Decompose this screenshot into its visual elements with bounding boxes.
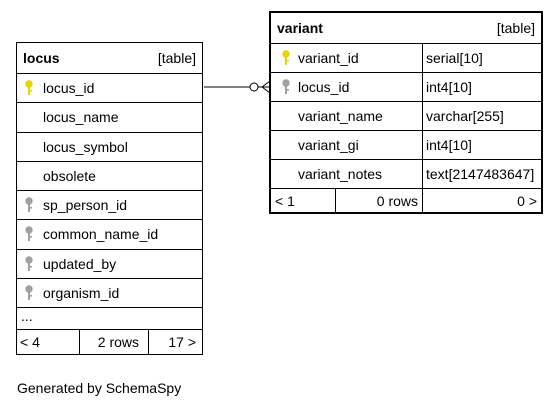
locus-column-row[interactable]: locus_name bbox=[17, 103, 202, 133]
column-datatype: serial[10] bbox=[426, 50, 483, 66]
column-name: variant_id bbox=[298, 50, 359, 66]
locus-row-count: 2 rows bbox=[97, 334, 139, 350]
column-name: locus_name bbox=[43, 109, 119, 126]
foreign-key-icon bbox=[25, 197, 33, 213]
footer-divider bbox=[422, 189, 423, 213]
variant-column-row[interactable]: variant_notes text[2147483647] bbox=[271, 160, 541, 189]
column-name: organism_id bbox=[43, 284, 120, 301]
variant-table-header[interactable]: variant [table] bbox=[271, 13, 541, 44]
variant-table[interactable]: variant [table] variant_id serial[10] locu… bbox=[269, 11, 543, 214]
variant-table-name: variant bbox=[277, 20, 323, 36]
column-name: variant_name bbox=[298, 108, 383, 124]
variant-column-row[interactable]: variant_gi int4[10] bbox=[271, 131, 541, 160]
variant-row-count: 0 rows bbox=[376, 193, 418, 209]
column-divider bbox=[422, 102, 423, 130]
optional-circle-marker bbox=[249, 82, 259, 92]
column-divider bbox=[422, 73, 423, 101]
column-name: locus_id bbox=[298, 79, 350, 95]
column-datatype: int4[10] bbox=[426, 137, 472, 153]
column-name: sp_person_id bbox=[43, 197, 128, 214]
column-datatype: int4[10] bbox=[426, 79, 472, 95]
locus-column-row[interactable]: locus_symbol bbox=[17, 133, 202, 162]
locus-parents-count[interactable]: < 4 bbox=[20, 334, 40, 350]
footer-divider bbox=[335, 189, 336, 213]
column-divider bbox=[422, 131, 423, 159]
foreign-key-icon bbox=[25, 226, 33, 242]
locus-column-row[interactable]: locus_id bbox=[17, 74, 202, 104]
locus-column-row[interactable]: sp_person_id bbox=[17, 191, 202, 221]
column-divider bbox=[422, 160, 423, 188]
locus-table[interactable]: locus [table] locus_id locus_name locus_sy… bbox=[16, 42, 203, 355]
locus-column-row[interactable]: obsolete bbox=[17, 162, 202, 191]
variant-column-row[interactable]: variant_name varchar[255] bbox=[271, 102, 541, 131]
locus-table-footer: < 4 2 rows 17 > bbox=[17, 330, 202, 354]
column-name: updated_by bbox=[43, 255, 117, 272]
locus-column-row[interactable]: common_name_id bbox=[17, 220, 202, 250]
locus-column-row[interactable]: organism_id bbox=[17, 279, 202, 308]
primary-key-icon bbox=[282, 50, 290, 66]
locus-children-count[interactable]: 17 > bbox=[168, 334, 196, 350]
variant-table-footer: < 1 0 rows 0 > bbox=[271, 189, 541, 213]
column-name: common_name_id bbox=[43, 226, 159, 243]
more-indicator: ... bbox=[21, 307, 33, 324]
locus-table-type: [table] bbox=[157, 50, 196, 66]
footer-divider bbox=[79, 330, 80, 354]
locus-table-header[interactable]: locus [table] bbox=[17, 43, 202, 74]
generated-by-caption: Generated by SchemaSpy bbox=[17, 380, 182, 396]
foreign-key-icon bbox=[25, 255, 33, 272]
column-name: locus_symbol bbox=[43, 138, 128, 155]
crowfoot-upper bbox=[261, 80, 271, 88]
locus-more-columns: ... bbox=[17, 308, 202, 330]
column-name: variant_notes bbox=[298, 166, 383, 182]
variant-children-count[interactable]: 0 > bbox=[517, 193, 537, 209]
footer-divider bbox=[148, 330, 149, 354]
variant-table-type: [table] bbox=[496, 20, 535, 36]
column-datatype: varchar[255] bbox=[426, 108, 504, 124]
column-datatype: text[2147483647] bbox=[426, 166, 535, 182]
column-name: locus_id bbox=[43, 80, 95, 97]
foreign-key-icon bbox=[282, 79, 290, 95]
foreign-key-icon bbox=[25, 285, 33, 301]
column-name: variant_gi bbox=[298, 137, 359, 153]
locus-table-name: locus bbox=[23, 50, 60, 66]
variant-parents-count[interactable]: < 1 bbox=[275, 193, 295, 209]
variant-column-row[interactable]: locus_id int4[10] bbox=[271, 73, 541, 102]
column-name: obsolete bbox=[43, 167, 96, 184]
primary-key-icon bbox=[25, 80, 33, 96]
variant-column-row[interactable]: variant_id serial[10] bbox=[271, 44, 541, 73]
locus-column-row[interactable]: updated_by bbox=[17, 250, 202, 279]
column-divider bbox=[422, 44, 423, 72]
crowfoot-lower bbox=[261, 86, 271, 94]
